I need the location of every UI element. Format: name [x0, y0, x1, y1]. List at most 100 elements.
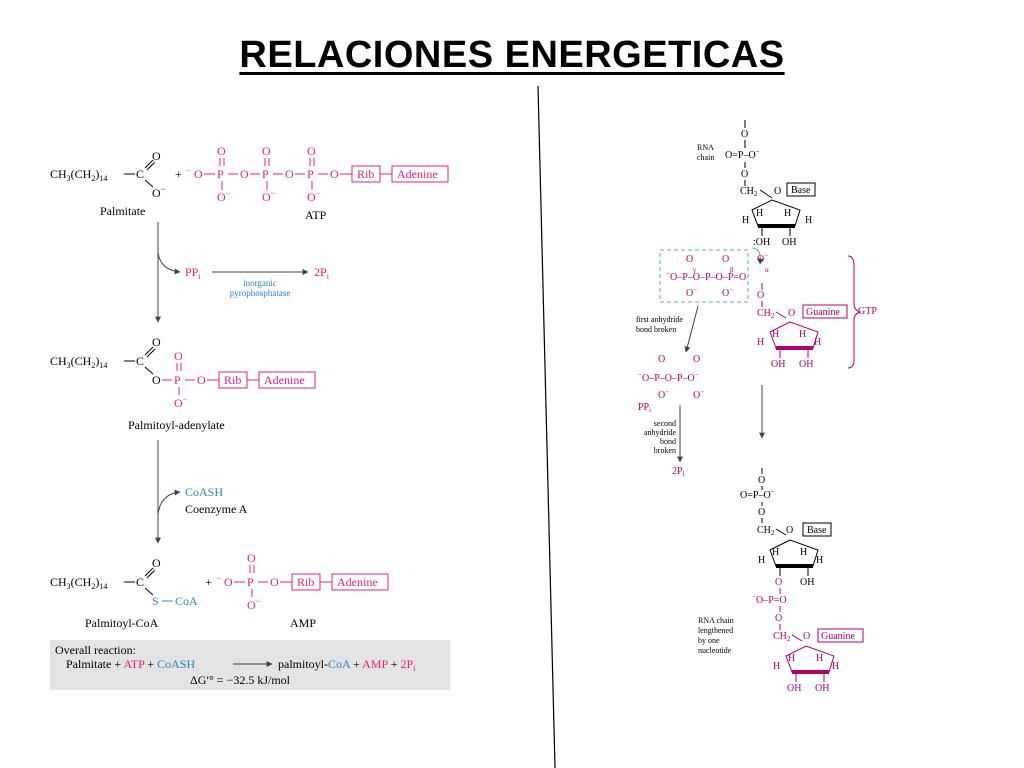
svg-text:bond: bond [660, 437, 676, 446]
svg-text:H: H [788, 653, 795, 664]
svg-text:−O–P–O–P–O−: −O–P–O–P–O− [638, 371, 699, 384]
svg-text:OH: OH [782, 237, 796, 248]
svg-text:2Pi: 2Pi [314, 265, 330, 281]
svg-text:lengthened: lengthened [698, 626, 733, 635]
svg-text:O: O [786, 525, 793, 536]
palmitoyl-coa-structure: CH3(CH2)14 C O S CoA Palmitoyl-CoA [50, 556, 198, 630]
svg-text:O−: O− [152, 184, 166, 200]
svg-text:C: C [136, 575, 144, 589]
svg-text:P: P [307, 167, 314, 181]
svg-text:H: H [757, 337, 764, 348]
svg-text:bond broken: bond broken [636, 325, 676, 334]
svg-text:O−: O− [247, 596, 261, 612]
svg-text:H: H [773, 661, 780, 672]
svg-text:O: O [217, 144, 226, 158]
svg-text:γ: γ [692, 266, 696, 274]
svg-text:−: − [216, 573, 221, 583]
svg-text:H: H [816, 555, 823, 566]
svg-text:+: + [175, 167, 182, 181]
svg-text:O: O [722, 254, 729, 265]
svg-text:H: H [772, 547, 779, 558]
svg-text:+: + [205, 575, 212, 589]
svg-text:H: H [805, 215, 812, 226]
svg-text:O: O [775, 613, 782, 624]
svg-text:Adenine: Adenine [337, 575, 378, 589]
svg-text:Adenine: Adenine [264, 373, 305, 387]
atp-structure: − O P O O− O P O O− O P O O− O [186, 144, 449, 222]
svg-text:RNA chain: RNA chain [698, 616, 734, 625]
svg-text:second: second [654, 419, 676, 428]
svg-text:OH: OH [815, 683, 829, 694]
page-title: RELACIONES ENERGETICAS [239, 34, 785, 76]
svg-text:O: O [197, 373, 206, 387]
svg-text:O−: O− [217, 188, 231, 204]
svg-text:anhydride: anhydride [644, 428, 676, 437]
svg-text:CoASH: CoASH [185, 485, 223, 499]
svg-text:Coenzyme A: Coenzyme A [185, 502, 248, 516]
new-nucleotide: −O–P=O O CH2 O Guanine H H H H OH OH [752, 588, 864, 694]
svg-text:O: O [686, 254, 693, 265]
svg-text:P: P [217, 167, 224, 181]
svg-text:H: H [814, 337, 821, 348]
svg-text:pyrophosphatase: pyrophosphatase [230, 288, 291, 298]
svg-text:O: O [152, 335, 161, 349]
svg-text:CH2: CH2 [757, 308, 775, 320]
svg-text:O: O [224, 575, 233, 589]
svg-text:O: O [774, 186, 781, 197]
svg-text:O−: O− [693, 388, 704, 401]
svg-text:C: C [136, 167, 144, 181]
svg-text:OH: OH [799, 359, 813, 370]
svg-text:O: O [152, 556, 161, 570]
svg-text:P: P [247, 575, 254, 589]
svg-text:−: − [186, 165, 191, 175]
svg-text:O: O [174, 349, 183, 363]
atp-label: ATP [305, 208, 327, 222]
svg-text:H: H [756, 208, 763, 219]
svg-text:O: O [247, 551, 256, 565]
svg-text:H: H [800, 547, 807, 558]
svg-text:broken: broken [654, 446, 676, 455]
svg-text:C: C [136, 354, 144, 368]
svg-text:O−: O− [658, 388, 669, 401]
svg-text:CH2: CH2 [740, 186, 758, 198]
svg-text:O: O [788, 308, 795, 319]
gtp-structure: O O O− −O–P–O–P–O–P=O γ β α O− O− O CH2 … [666, 252, 848, 370]
svg-text:O: O [757, 290, 764, 301]
svg-text:first anhydride: first anhydride [636, 315, 683, 324]
svg-text:inorganic: inorganic [243, 278, 277, 288]
svg-text:O: O [270, 575, 279, 589]
svg-text:H: H [832, 661, 839, 672]
svg-text:CoA: CoA [175, 594, 198, 608]
leaving-pyrophosphate-box [659, 249, 749, 303]
svg-text:O: O [330, 167, 339, 181]
palmitate-structure: CH3(CH2)14 C O O− Palmitate [50, 149, 166, 218]
svg-text:by one: by one [698, 636, 720, 645]
svg-text:O: O [262, 144, 271, 158]
svg-text:O−: O− [262, 188, 276, 204]
svg-text:Adenine: Adenine [397, 167, 438, 181]
svg-text:ΔG′° = −32.5 kJ/mol: ΔG′° = −32.5 kJ/mol [190, 673, 291, 687]
svg-text:CH2: CH2 [757, 525, 775, 537]
svg-text:Guanine: Guanine [821, 631, 855, 642]
palmitoyl-adenylate-label: Palmitoyl-adenylate [128, 418, 225, 432]
svg-text:palmitoyl-CoA + AMP + 2Pi: palmitoyl-CoA + AMP + 2Pi [278, 657, 416, 673]
svg-text:O: O [285, 167, 294, 181]
svg-text:PPi: PPi [185, 265, 201, 281]
amp-structure: − O P O O− O Rib Adenine AMP [216, 551, 389, 630]
svg-text:Base: Base [807, 525, 827, 536]
svg-text:nucleotide: nucleotide [698, 646, 732, 655]
right-panel: :OH O O=P–O− RNA chain O CH2 O Base H H … [636, 120, 877, 694]
svg-text:−O–P=O: −O–P=O [752, 593, 787, 606]
lengthened-rna-chain: O O=P–O− O CH2 O Base H H H H O OH [740, 468, 832, 588]
svg-text:O−: O− [722, 286, 733, 299]
svg-text:O: O [741, 129, 748, 140]
svg-text:O=P–O−: O=P–O− [725, 148, 760, 161]
svg-text:O: O [240, 167, 249, 181]
amp-label: AMP [290, 616, 316, 630]
svg-text:O=P–O−: O=P–O− [740, 488, 775, 501]
svg-text:O: O [194, 167, 203, 181]
svg-text:O: O [152, 149, 161, 163]
svg-text:Overall reaction:: Overall reaction: [55, 643, 136, 657]
ppi-structure: O O −O–P–O–P–O− O− O− PPi [638, 354, 704, 414]
